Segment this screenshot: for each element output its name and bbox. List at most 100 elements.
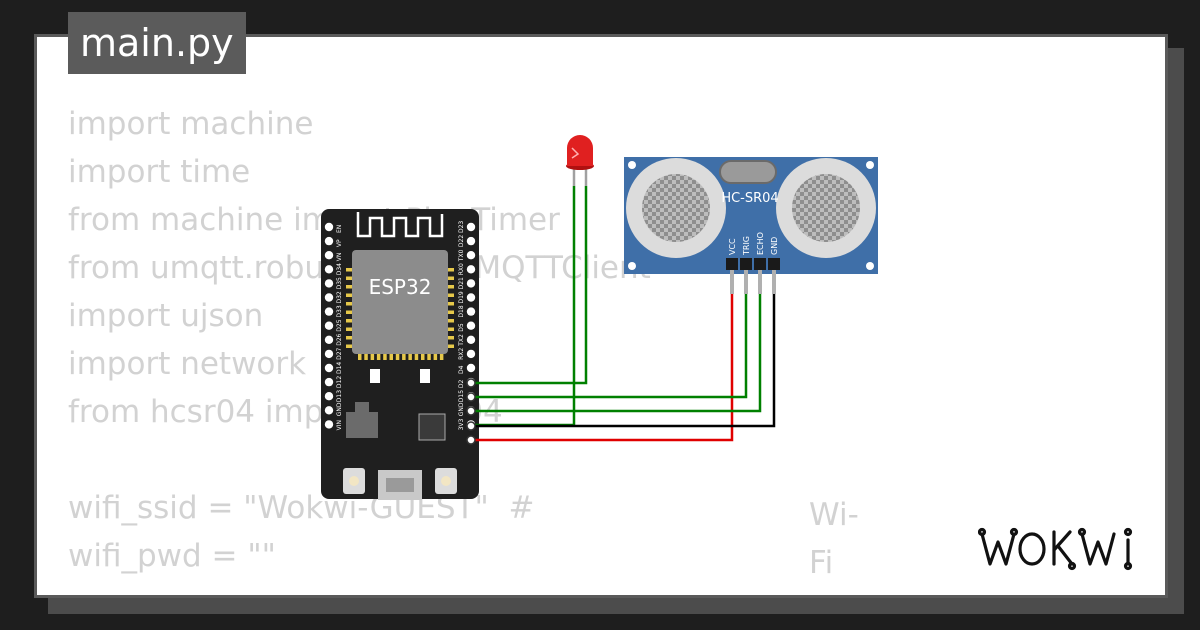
sensor-pin-leg	[744, 270, 748, 294]
module-pad	[439, 354, 444, 360]
wire-gnd	[470, 294, 776, 428]
sensor-pin-header	[740, 258, 752, 270]
code-line: import ujson	[68, 298, 264, 334]
module-pad	[358, 354, 362, 360]
led-red[interactable]	[566, 135, 594, 186]
header-pin	[324, 307, 334, 316]
wire-echo	[470, 294, 762, 413]
module-pad	[389, 354, 393, 360]
wire-end	[466, 421, 476, 431]
pin-label: D19	[458, 291, 465, 303]
code-line: import network	[68, 346, 307, 382]
resistor	[420, 369, 430, 383]
header-pin	[324, 265, 334, 274]
antenna-trace	[356, 212, 444, 238]
sensor-label: HC-SR04	[721, 191, 778, 206]
header-pin	[466, 279, 476, 288]
pin-label: TX2	[458, 334, 465, 347]
module-pad	[346, 293, 352, 297]
wire-led-anode	[470, 186, 588, 385]
header-pin	[466, 363, 476, 373]
pin-label: RX0	[458, 263, 465, 275]
pin-label: VN	[336, 253, 343, 262]
sensor-pin-leg	[730, 270, 734, 294]
module-pad	[346, 310, 352, 314]
header-pin	[466, 349, 476, 359]
pin-label: 3V3	[458, 418, 465, 430]
header-pin	[466, 321, 476, 330]
resistor	[370, 369, 380, 383]
header-pin	[466, 222, 476, 232]
module-pad	[346, 285, 352, 289]
header-pin	[324, 420, 334, 429]
esp32-module	[352, 250, 448, 354]
wokwi-logo-icon	[978, 527, 1133, 571]
wire-led-cathode	[470, 186, 576, 427]
pin-label: D23	[458, 221, 465, 233]
esp32-header-pins: ENVPVND34D35D32D33D25D26D27D14D12D13GNDV…	[324, 221, 476, 430]
usb-chip	[418, 413, 446, 441]
file-tab-main-py[interactable]: main.py	[68, 12, 246, 74]
pin-label: D33	[336, 305, 343, 317]
pin-label: D14	[336, 362, 343, 374]
esp32-board[interactable]: ESP32 ENVPVND34D35D32D33D25D26D27D14D12D…	[321, 209, 479, 500]
pin-label: D15	[458, 390, 465, 402]
module-pad	[448, 319, 454, 323]
pin-label: GND	[336, 402, 343, 416]
header-pin	[324, 363, 334, 373]
pin-label: D32	[336, 291, 343, 303]
pin-label: EN	[336, 225, 343, 233]
module-pad	[383, 354, 387, 360]
pin-label: TX0	[458, 249, 465, 262]
crystal	[719, 160, 777, 184]
pin-label: GND	[458, 402, 465, 416]
header-pin	[324, 335, 334, 344]
module-pad	[364, 354, 368, 360]
module-pad	[448, 302, 454, 306]
module-pad	[346, 344, 352, 348]
wire-trig	[470, 294, 748, 399]
sensor-pin-header	[754, 258, 766, 270]
pin-label: D5	[458, 323, 465, 332]
wires	[470, 186, 776, 442]
code-line: wifi_ssid = "Wokwi-GUEST" #	[68, 490, 535, 526]
wire-end	[466, 406, 476, 416]
sensor-pin-label: ECHO	[756, 232, 765, 255]
pin-label: D35	[336, 277, 343, 289]
sensor-pin-label: GND	[770, 237, 779, 255]
sensor-pin-leg	[758, 270, 762, 294]
sensor-pin-header	[768, 258, 780, 270]
code-comment: Wi-Fi	[809, 497, 859, 581]
module-pins	[346, 268, 454, 360]
wire-end	[466, 435, 476, 445]
module-pad	[448, 336, 454, 340]
pin-label: D26	[336, 333, 343, 345]
module-pad	[370, 354, 375, 360]
code-line: wifi_pwd = ""	[68, 538, 276, 574]
module-pad	[448, 327, 454, 331]
module-pad	[346, 276, 352, 280]
module-pad	[448, 268, 454, 272]
pin-label: D25	[336, 319, 343, 331]
pin-label: D12	[336, 376, 343, 388]
header-pin	[466, 293, 476, 302]
module-pad	[414, 354, 419, 360]
sensor-pin-leg	[772, 270, 776, 294]
module-pad	[448, 276, 454, 280]
pin-label: RX2	[458, 348, 465, 360]
wire-end	[466, 378, 476, 388]
header-pin	[324, 236, 334, 246]
header-pin	[324, 279, 334, 288]
esp32-label: ESP32	[369, 275, 432, 299]
module-pad	[448, 344, 454, 348]
module-pad	[448, 293, 454, 297]
wire-vcc	[470, 294, 734, 442]
header-pin	[324, 222, 334, 232]
header-pin	[324, 406, 334, 415]
header-pin	[466, 307, 476, 316]
module-pad	[346, 327, 352, 331]
module-pad	[402, 354, 406, 360]
module-pad	[408, 354, 412, 360]
pin-label: D21	[458, 277, 465, 289]
